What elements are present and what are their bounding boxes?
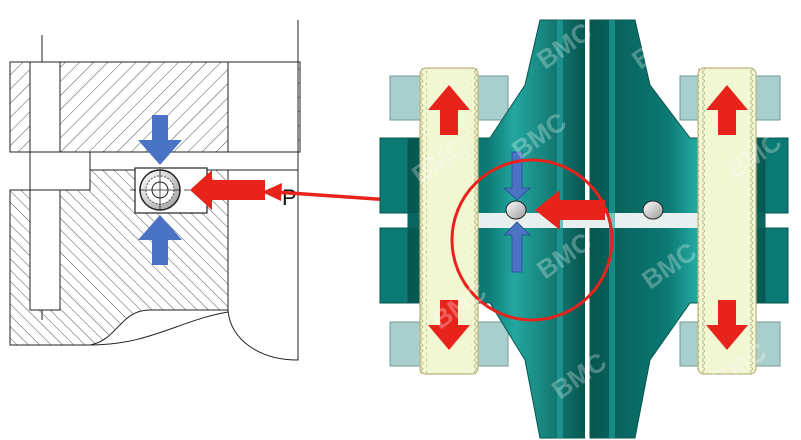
compression-arrow-down <box>138 115 182 165</box>
tension-arrow-down-right <box>706 300 748 350</box>
compression-arrow-down-3d <box>502 151 532 201</box>
pressure-arrow <box>190 170 265 210</box>
bolt-left <box>419 67 479 375</box>
tension-arrow-up-right <box>706 85 748 135</box>
section-drawing: P <box>9 20 301 361</box>
upper-flange-section <box>9 61 301 191</box>
pressure-arrow-3d <box>535 190 605 230</box>
lower-flange-section <box>9 169 299 361</box>
flange-plates <box>407 19 766 439</box>
seal-ring-3d <box>505 200 664 220</box>
tension-arrow-up-left <box>428 85 470 135</box>
seal-ring-section <box>139 169 181 211</box>
compression-arrow-up-3d <box>503 221 531 273</box>
compression-arrow-up <box>138 215 182 265</box>
pressure-label: P <box>282 185 297 210</box>
bolt-right <box>697 67 757 375</box>
flange-3d-view: BMC BMC BMC BMC BMC BMC BMC BMC BMC BMC <box>379 16 789 439</box>
tension-arrow-down-left <box>428 300 470 350</box>
detail-circle <box>450 158 614 322</box>
